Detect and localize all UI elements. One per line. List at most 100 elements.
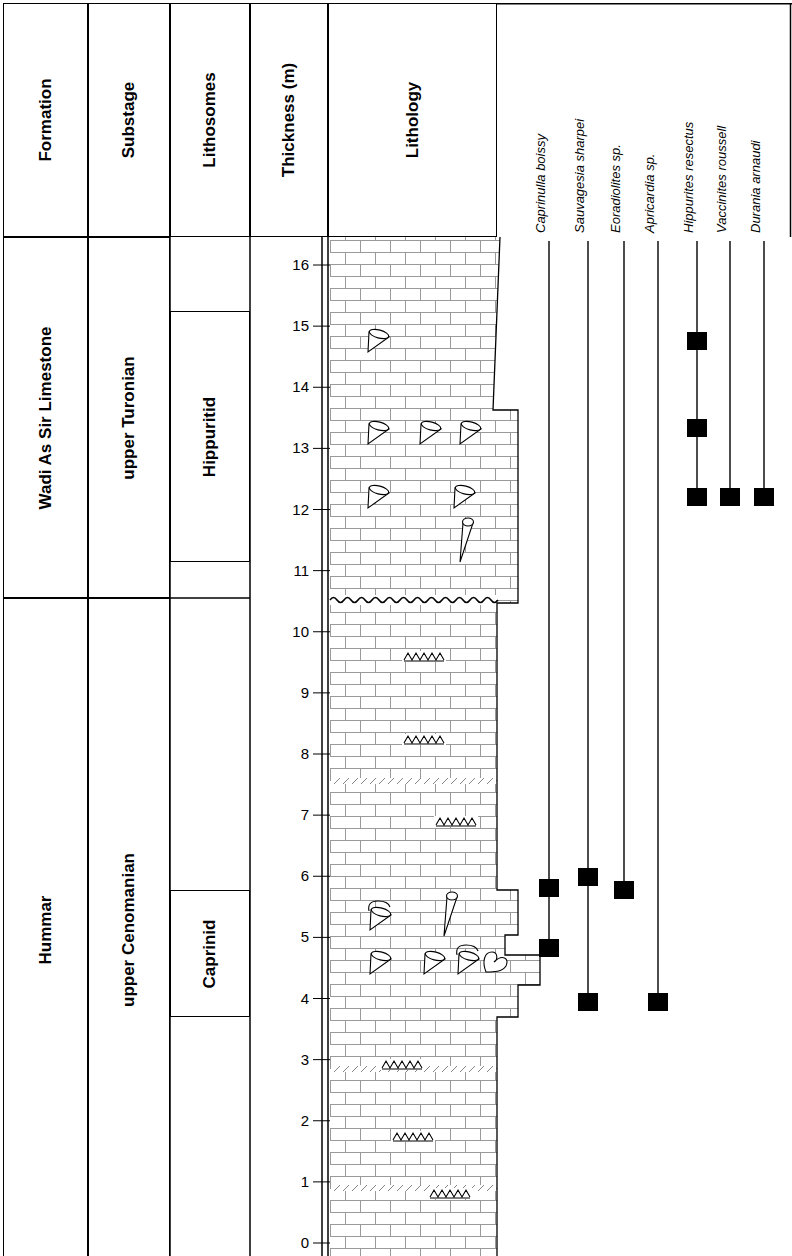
taxon-name: Sauvagesia sharpei bbox=[572, 119, 587, 233]
rudist-symbol bbox=[368, 484, 390, 508]
header-cell: Substage bbox=[88, 3, 170, 237]
rudist-symbol bbox=[368, 328, 390, 352]
occurrence-marker bbox=[648, 993, 668, 1011]
scale-tick bbox=[313, 509, 330, 510]
taxon-name: Hippurites resectus bbox=[681, 122, 696, 233]
scale-tick bbox=[313, 1243, 330, 1244]
scale-tick bbox=[313, 815, 330, 816]
scale-tick bbox=[313, 265, 330, 266]
shell-debris-symbol bbox=[428, 1188, 472, 1199]
header-cell: Lithology bbox=[328, 3, 497, 237]
caprinid-hook bbox=[457, 945, 478, 955]
taxon-name: Eoradiolites sp. bbox=[608, 144, 623, 233]
occurrence-marker bbox=[614, 881, 634, 899]
occurrence-marker bbox=[578, 868, 598, 886]
scale-tick bbox=[313, 387, 330, 388]
cell-label: Substage bbox=[119, 82, 139, 159]
occurrence-marker bbox=[539, 879, 559, 897]
caprinid-hook bbox=[369, 901, 390, 911]
elongate-rudist-symbol bbox=[444, 892, 458, 936]
thickness-value: 2 bbox=[259, 1113, 309, 1129]
rudist-symbol bbox=[424, 950, 446, 974]
cell-label: Hippuritid bbox=[200, 396, 220, 476]
cell-label: Caprinid bbox=[200, 919, 220, 988]
column-cell: Hummar bbox=[3, 598, 88, 1256]
header-cell: Thickness (m) bbox=[250, 3, 328, 237]
scale-tick bbox=[313, 1120, 330, 1121]
occurrence-marker bbox=[720, 488, 740, 506]
taxon-name: Durania arnaudi bbox=[748, 140, 763, 233]
rudist-symbol bbox=[368, 420, 390, 444]
cell-label: Wadi As Sir Limestone bbox=[36, 326, 56, 509]
elongate-rudist-symbol bbox=[460, 518, 474, 562]
weathering-profile bbox=[493, 237, 540, 1256]
rudist-symbol bbox=[420, 420, 442, 444]
taxon-name: Vaccinites roussell bbox=[714, 126, 729, 233]
rudist-symbol bbox=[370, 906, 392, 930]
column-cell: Hippuritid bbox=[170, 311, 250, 562]
range-line bbox=[548, 241, 549, 948]
column-rule bbox=[327, 237, 329, 1256]
thickness-value: 8 bbox=[259, 746, 309, 762]
rudist-symbol bbox=[460, 420, 482, 444]
occurrence-marker bbox=[754, 488, 774, 506]
column-rule bbox=[790, 3, 792, 237]
rudist-symbol bbox=[370, 950, 392, 974]
thickness-value: 14 bbox=[259, 379, 309, 395]
occurrence-marker bbox=[687, 488, 707, 506]
scale-tick bbox=[313, 448, 330, 449]
thickness-value: 11 bbox=[259, 563, 309, 579]
column-cell: Wadi As Sir Limestone bbox=[3, 237, 88, 598]
thickness-value: 15 bbox=[259, 318, 309, 334]
thickness-value: 13 bbox=[259, 440, 309, 456]
scale-tick bbox=[313, 754, 330, 755]
column-cell: upper Cenomanian bbox=[88, 598, 170, 1256]
occurrence-marker bbox=[539, 939, 559, 957]
thickness-value: 12 bbox=[259, 502, 309, 518]
thickness-value: 4 bbox=[259, 991, 309, 1007]
scale-tick bbox=[313, 692, 330, 693]
column-rule bbox=[497, 3, 792, 5]
cell-label: Lithology bbox=[403, 82, 423, 158]
scale-tick bbox=[313, 937, 330, 938]
occurrence-marker bbox=[687, 419, 707, 437]
limestone-body bbox=[330, 237, 540, 1256]
cell-label: Lithosomes bbox=[200, 72, 220, 167]
column-cell: Caprinid bbox=[170, 890, 250, 1017]
range-line bbox=[623, 241, 624, 890]
thickness-value: 3 bbox=[259, 1052, 309, 1068]
cell-label: Formation bbox=[36, 78, 56, 161]
column-cell: upper Turonian bbox=[88, 237, 170, 598]
scale-tick bbox=[313, 1059, 330, 1060]
taxon-name: Apricardia sp. bbox=[642, 154, 657, 233]
taxon-name: Caprinulla boissy bbox=[533, 134, 548, 233]
thickness-value: 0 bbox=[259, 1235, 309, 1251]
cell-label: Hummar bbox=[36, 896, 56, 965]
thickness-value: 10 bbox=[259, 624, 309, 640]
scale-tick bbox=[313, 998, 330, 999]
shell-debris-symbol bbox=[402, 651, 446, 662]
thickness-value: 1 bbox=[259, 1174, 309, 1190]
range-line bbox=[657, 241, 658, 1002]
rudist-symbol bbox=[454, 484, 476, 508]
unconformity bbox=[330, 595, 498, 605]
shell-debris-symbol bbox=[380, 1059, 424, 1070]
shell-debris-symbol bbox=[402, 734, 446, 745]
dolomite-band bbox=[331, 778, 496, 784]
thickness-value: 9 bbox=[259, 685, 309, 701]
scale-tick bbox=[313, 326, 330, 327]
header-cell: Formation bbox=[3, 3, 88, 237]
column-rule bbox=[321, 237, 323, 1256]
range-line bbox=[729, 241, 730, 497]
thickness-value: 7 bbox=[259, 807, 309, 823]
range-line bbox=[587, 241, 588, 1002]
scale-tick bbox=[313, 1181, 330, 1182]
shell-debris-symbol bbox=[391, 1131, 435, 1142]
range-line bbox=[696, 241, 697, 497]
range-line bbox=[763, 241, 764, 497]
shell-debris-symbol bbox=[434, 816, 478, 827]
column-rule bbox=[170, 597, 250, 599]
header-cell: Lithosomes bbox=[170, 3, 250, 237]
